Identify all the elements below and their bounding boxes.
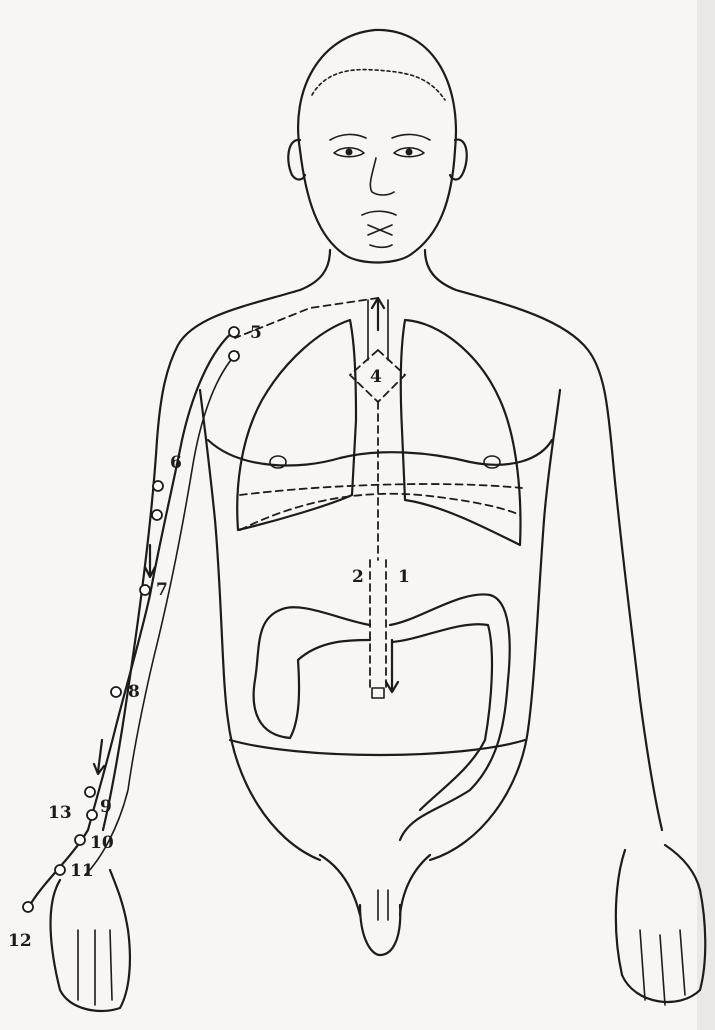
genital <box>360 905 400 955</box>
arm-meridian <box>23 327 239 912</box>
point-12 <box>23 902 33 912</box>
mouth-cross <box>368 225 392 235</box>
head <box>288 30 466 263</box>
label-12: 12 <box>8 931 32 951</box>
label-7: 7 <box>156 580 168 600</box>
point-6b <box>152 510 162 520</box>
torso-outline <box>103 250 662 955</box>
label-6: 6 <box>170 453 182 473</box>
label-13: 13 <box>48 803 72 823</box>
right-flank <box>430 390 560 860</box>
label-8: 8 <box>128 682 140 702</box>
mouth <box>362 211 396 215</box>
point-11 <box>55 865 65 875</box>
arrow-down <box>386 640 398 692</box>
right-lung <box>401 320 521 545</box>
point-8 <box>111 687 121 697</box>
label-11: 11 <box>70 861 94 881</box>
arrow-up <box>372 298 384 330</box>
genital-line <box>378 890 388 920</box>
right-hand <box>616 845 705 1002</box>
colon-transverse <box>390 594 510 840</box>
groin-left <box>320 855 360 915</box>
hairline <box>312 70 445 100</box>
hands <box>51 845 706 1011</box>
large-intestine <box>254 594 510 840</box>
neck-left <box>300 250 330 290</box>
chest <box>208 440 552 468</box>
point-5b <box>229 351 239 361</box>
vertical-channel <box>370 560 386 690</box>
point-5a <box>229 327 239 337</box>
head-outline <box>298 30 456 263</box>
right-brow <box>392 134 430 140</box>
right-fingers <box>640 930 685 1005</box>
label-4: 4 <box>370 367 382 387</box>
point-7 <box>140 585 150 595</box>
left-hand <box>51 870 130 1011</box>
point-9 <box>87 810 97 820</box>
label-9: 9 <box>100 797 112 817</box>
colon-outer <box>254 607 370 738</box>
forearm-arrow <box>94 740 104 774</box>
left-fingers <box>78 930 112 1005</box>
point-6a <box>153 481 163 491</box>
point-10 <box>75 835 85 845</box>
point-13 <box>85 787 95 797</box>
right-pupil <box>406 149 413 156</box>
left-flank <box>200 390 320 860</box>
label-10: 10 <box>90 833 114 853</box>
nose <box>370 158 394 195</box>
label-1: 1 <box>398 567 410 587</box>
lungs <box>237 320 522 545</box>
label-5: 5 <box>250 323 262 343</box>
left-brow <box>330 134 366 140</box>
label-2: 2 <box>352 567 364 587</box>
chin <box>370 245 392 247</box>
left-pupil <box>346 149 353 156</box>
neck-right <box>425 250 456 290</box>
groin-right <box>400 855 430 915</box>
right-nipple <box>484 456 500 468</box>
channel-end <box>372 688 384 698</box>
